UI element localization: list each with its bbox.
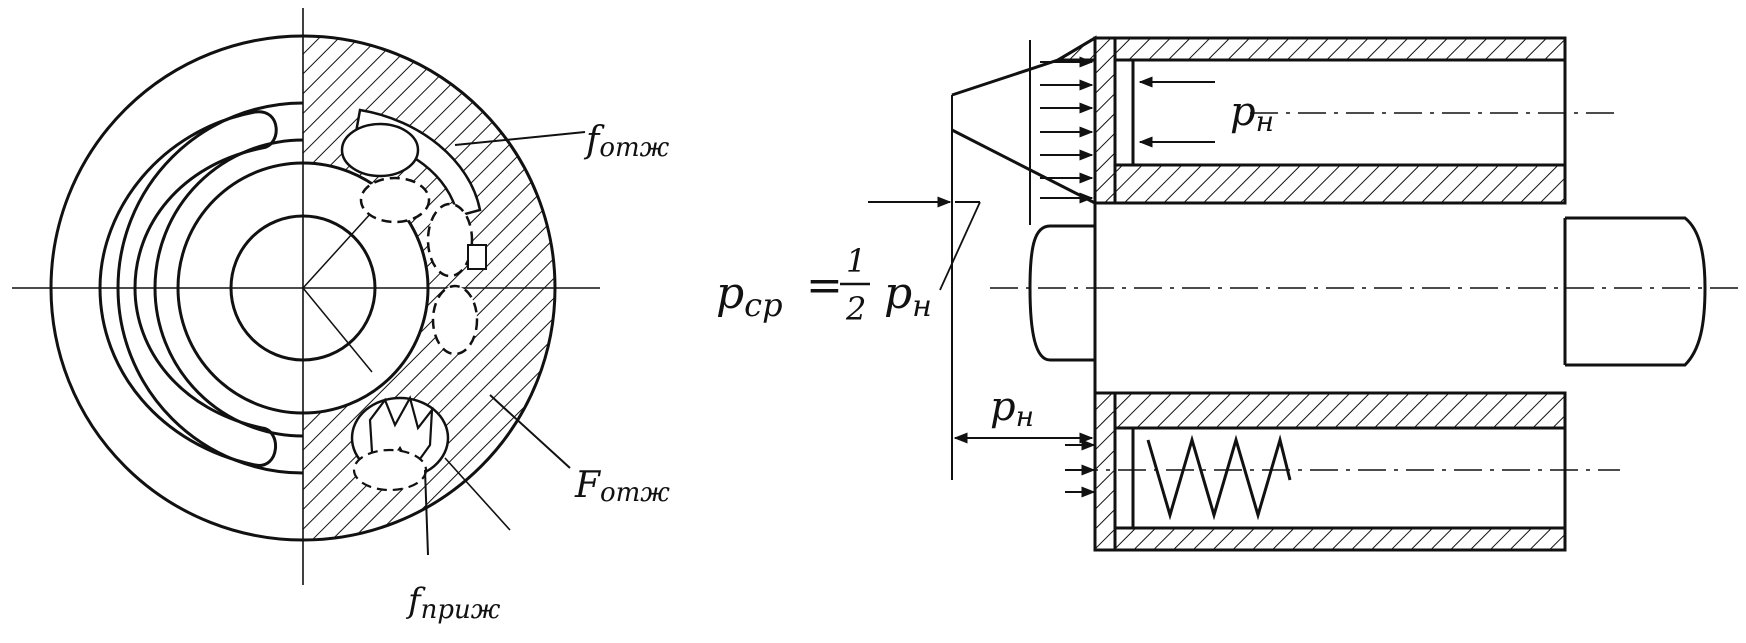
label-frac-num: 1 xyxy=(846,242,866,280)
cone-bottom-edge xyxy=(951,128,1096,205)
radial-line-top xyxy=(302,211,373,289)
section-centerlines xyxy=(990,112,1740,471)
cylinder-wall-lower-top xyxy=(1113,391,1567,430)
formula-p-cp: pср = 1 2 pн xyxy=(716,242,932,328)
end-plate-top xyxy=(1093,36,1117,205)
shaft-right-end xyxy=(1565,216,1707,367)
label-p-n-mid: pн xyxy=(884,268,932,324)
leader-extra xyxy=(444,457,511,531)
port-slot xyxy=(467,244,487,270)
leader-f-prizh xyxy=(424,469,429,556)
cylinder-opening-3 xyxy=(426,202,474,278)
cylinder-opening-1 xyxy=(340,122,420,178)
cone-top-edge xyxy=(951,36,1096,97)
shaft-left-end xyxy=(1028,224,1095,362)
section-view xyxy=(951,35,1707,552)
label-f-prizh: fприж xyxy=(405,581,501,625)
suction-port xyxy=(98,110,278,467)
cylinder-opening-2 xyxy=(359,176,431,224)
cylinder-wall-top xyxy=(1113,36,1567,62)
label-f-otzh: fотж xyxy=(583,120,670,163)
spring xyxy=(1146,434,1292,521)
label-p-cp: pср xyxy=(716,268,783,324)
cylinder-wall-mid xyxy=(1113,163,1567,205)
label-F-otzh: Fотж xyxy=(574,465,670,508)
label-frac-den: 2 xyxy=(845,290,866,328)
end-view xyxy=(12,8,600,585)
label-p-n-top: pн xyxy=(1230,89,1274,138)
radial-line-bottom xyxy=(302,287,373,373)
pressure-arrows xyxy=(868,56,1215,498)
cylinder-wall-bottom xyxy=(1113,526,1567,552)
end-plate-bottom xyxy=(1093,391,1117,552)
body-outline-top xyxy=(1095,36,1567,203)
cylinder-opening-4 xyxy=(431,284,479,356)
label-p-n-dim: pн xyxy=(990,384,1034,433)
label-equals: = xyxy=(806,260,843,311)
leader-F-otzh xyxy=(489,394,571,469)
cylinder-opening-5 xyxy=(352,448,428,492)
leader-f-otzh xyxy=(454,131,586,146)
